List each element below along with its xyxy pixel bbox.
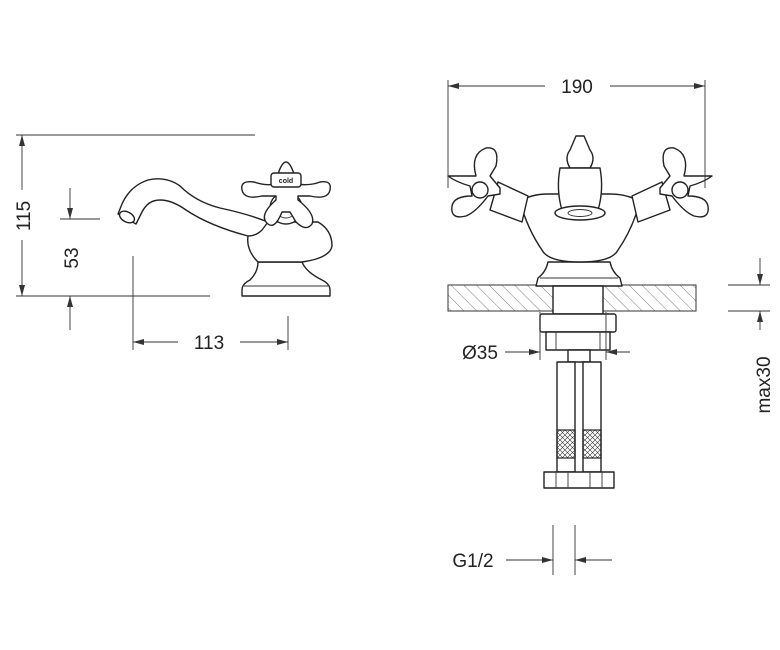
front-base [535,261,623,287]
dim-115-label: 115 [14,201,35,231]
side-view: cold 115 53 113 [8,134,333,354]
front-left-handle [447,147,501,218]
side-handle-cross [241,161,331,229]
front-spout-outlet [554,205,606,221]
dim-diameter-label: Ø35 [462,343,498,364]
dim-g12-label: G1/2 [452,551,493,572]
side-base [241,261,331,297]
countertop-left [447,284,555,312]
side-spout [117,178,269,237]
front-spout-knob [566,135,594,169]
dim-113-label: 113 [194,333,224,354]
front-right-handle [659,147,713,218]
side-handle-label: cold [279,178,293,185]
countertop-right [601,284,697,312]
front-view: 190 Ø35 max30 G1/2 [447,77,775,575]
side-body [247,221,333,263]
dim-max30-label: max30 [754,356,775,413]
dim-53-label: 53 [62,247,83,268]
dim-190-label: 190 [561,77,593,98]
mounting-nut [539,313,617,333]
